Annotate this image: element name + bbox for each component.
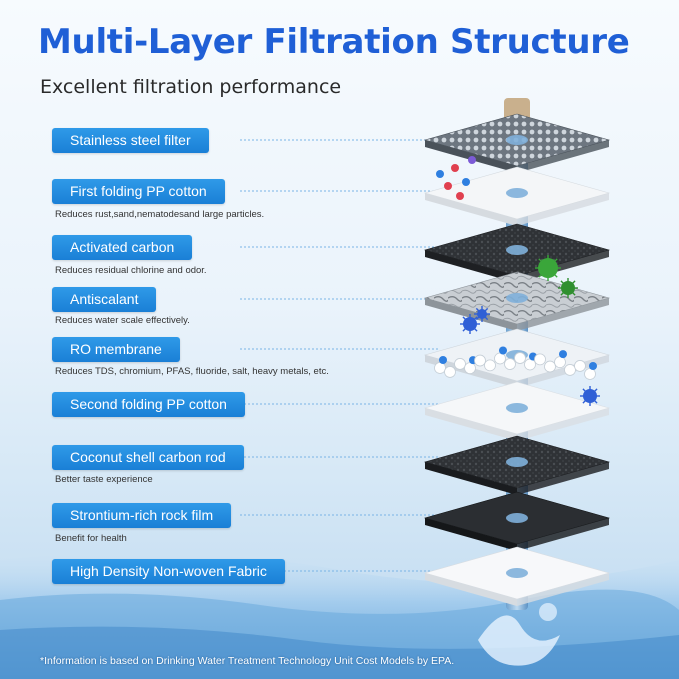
layer-desc-coconut-shell-carbon-rod: Better taste experience <box>55 474 153 485</box>
ro-bead-cluster <box>434 346 597 380</box>
layer-label-strontium-rich-rock-film: Strontium-rich rock film <box>52 503 232 528</box>
layer-label-first-folding-pp-cotton: First folding PP cotton <box>52 179 225 204</box>
layer-desc-first-folding-pp-cotton: Reduces rust,sand,nematodesand large par… <box>55 209 265 220</box>
bacteria-icon <box>558 278 578 298</box>
coconut-carbon-layer <box>423 435 611 495</box>
layer-desc-ro-membrane: Reduces TDS, chromium, PFAS, fluoride, s… <box>55 366 329 377</box>
layer-label-activated-carbon: Activated carbon <box>52 235 193 260</box>
footnote: *Information is based on Drinking Water … <box>40 655 455 667</box>
page-subtitle: Excellent filtration performance <box>40 76 342 98</box>
bacteria-icon <box>460 314 480 334</box>
layer-label-coconut-shell-carbon-rod: Coconut shell carbon rod <box>52 445 244 470</box>
layer-label-high-density-non-woven-fabric: High Density Non-woven Fabric <box>52 559 285 584</box>
layer-label-antiscalant: Antiscalant <box>52 287 157 312</box>
stainless-mesh-layer <box>423 113 611 173</box>
bacteria-icon <box>535 255 561 281</box>
activated-carbon-layer <box>423 223 611 283</box>
non-woven-layer <box>423 546 611 606</box>
layer-desc-strontium-rich-rock-film: Benefit for health <box>55 533 127 544</box>
layer-desc-antiscalant: Reduces water scale effectively. <box>55 315 190 326</box>
page-title: Multi-Layer Filtration Structure <box>38 22 630 62</box>
layer-label-stainless-steel-filter: Stainless steel filter <box>52 128 209 153</box>
layer-label-second-folding-pp-cotton: Second folding PP cotton <box>52 392 245 417</box>
strontium-rock-layer <box>423 491 611 551</box>
bacteria-icon <box>580 386 600 406</box>
pp-cotton-layer-2 <box>423 381 611 441</box>
contaminant-particles <box>436 156 476 200</box>
layer-label-ro-membrane: RO membrane <box>52 337 180 362</box>
bacteria-icon <box>474 306 490 322</box>
antiscalant-layer <box>423 271 611 331</box>
layer-desc-activated-carbon: Reduces residual chlorine and odor. <box>55 265 207 276</box>
pp-cotton-layer-1 <box>423 166 611 226</box>
